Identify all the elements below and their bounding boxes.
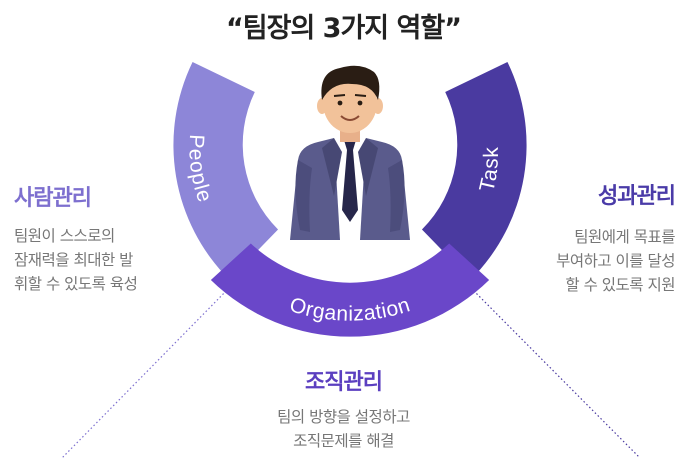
task-desc-line: 할 수 있도록 지원 — [565, 276, 675, 294]
people-role-title: 사람관리 — [14, 186, 92, 211]
manager-figure-icon — [290, 65, 410, 240]
people-segment — [173, 61, 279, 280]
task-desc-line: 팀원에게 목표를 — [574, 228, 675, 246]
organization-role-title: 조직관리 — [305, 370, 383, 395]
page-title: “팀장의 3가지 역할” — [226, 13, 462, 44]
organization-role-description: 팀의 방향을 설정하고 조직문제를 해결 — [0, 405, 687, 453]
people-desc-line: 잠재력을 최대한 발 — [14, 251, 133, 269]
people-desc-line: 팀원이 스스로의 — [14, 227, 115, 245]
task-segment — [421, 61, 527, 280]
connector-line-left — [61, 284, 233, 458]
organization-desc-line: 조직문제를 해결 — [293, 432, 394, 450]
people-role-description: 팀원이 스스로의 잠재력을 최대한 발 휘할 수 있도록 육성 — [14, 224, 214, 296]
people-desc-line: 휘할 수 있도록 육성 — [14, 275, 138, 293]
task-role-title: 성과관리 — [598, 184, 676, 209]
task-role-description: 팀원에게 목표를 부여하고 이를 달성 할 수 있도록 지원 — [505, 225, 675, 297]
organization-desc-line: 팀의 방향을 설정하고 — [277, 408, 410, 426]
connector-line-right — [467, 284, 641, 458]
organization-segment — [210, 243, 490, 337]
task-desc-line: 부여하고 이를 달성 — [556, 252, 675, 270]
